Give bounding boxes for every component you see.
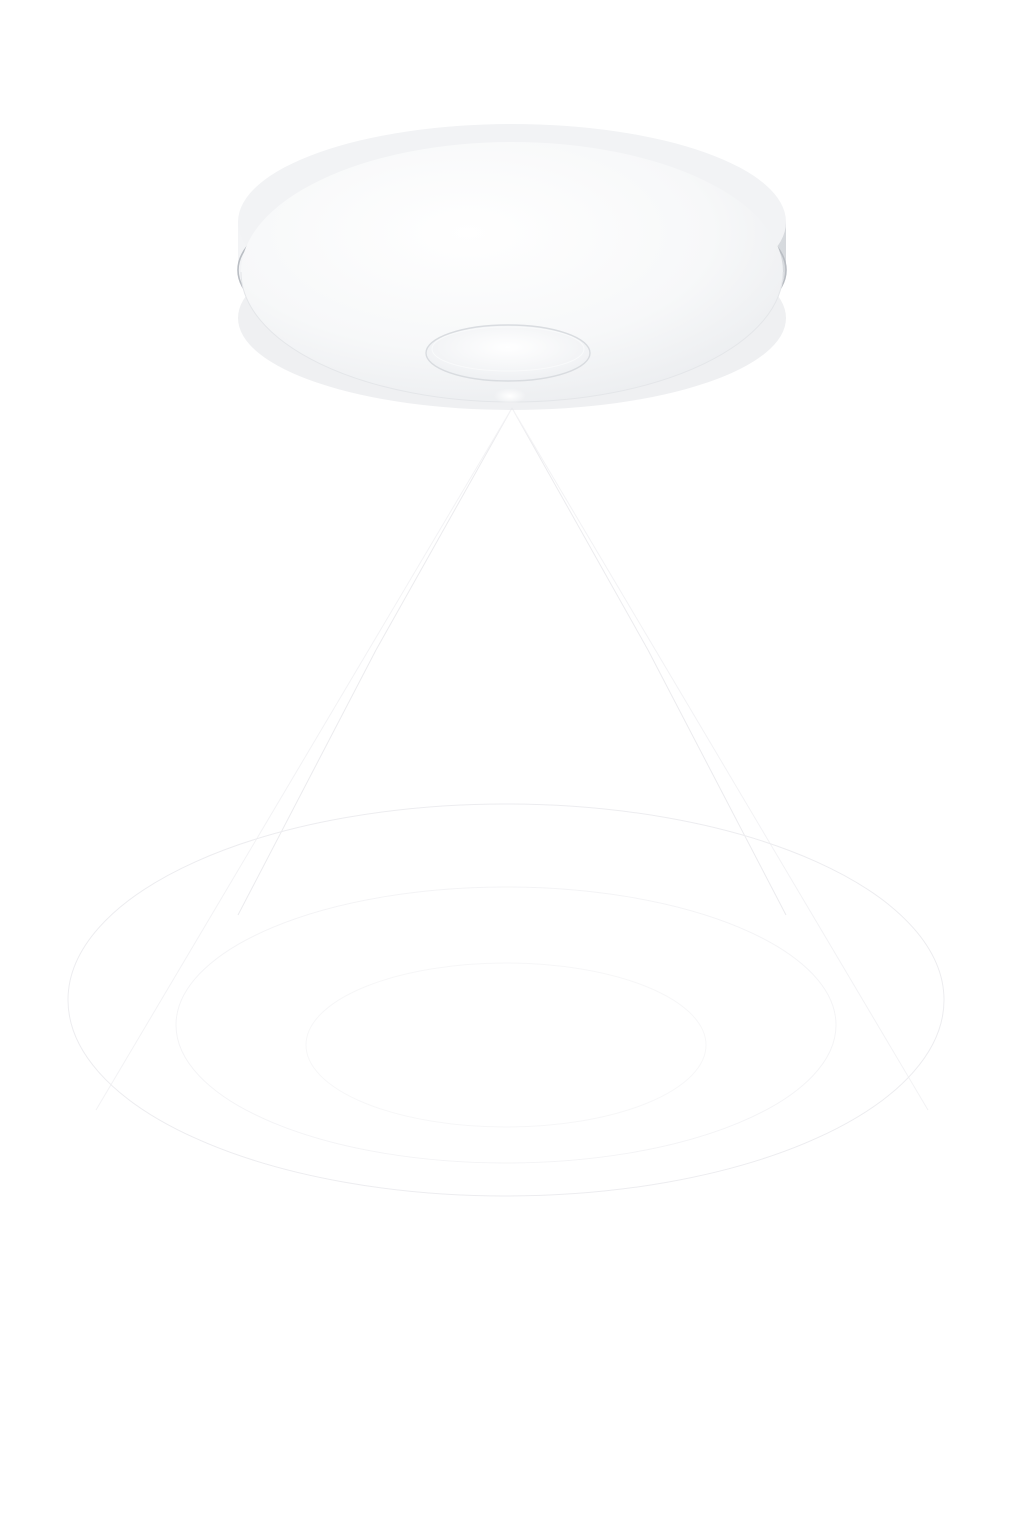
- sensor-device-icon: [237, 124, 787, 410]
- coverage-area-icon: [67, 803, 945, 1197]
- detection-cone-icon: [95, 407, 929, 1111]
